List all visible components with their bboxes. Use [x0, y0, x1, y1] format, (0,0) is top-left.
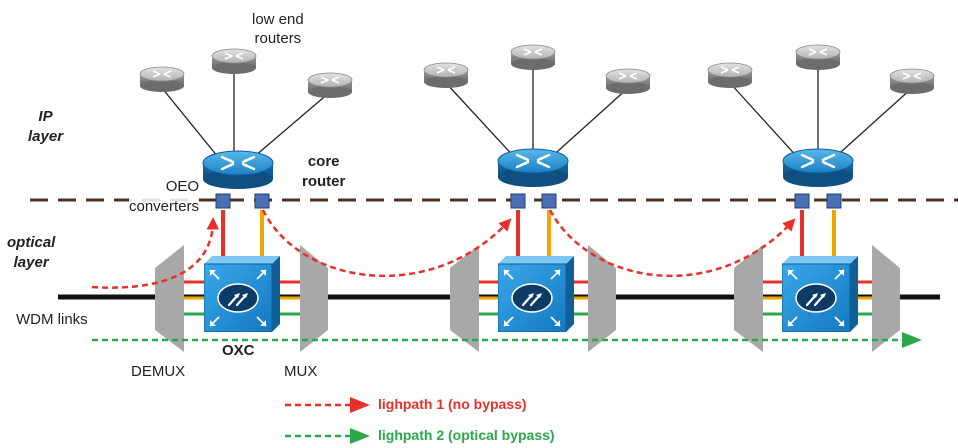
low-end-router-icon — [707, 62, 753, 88]
oxc-label: OXC — [222, 342, 255, 359]
low-end-router-icon — [423, 62, 469, 88]
low-end-router-icon — [510, 44, 556, 70]
node-3 — [707, 44, 935, 352]
wdm-links-label: WDM links — [16, 311, 88, 328]
core-router-icon — [201, 149, 275, 191]
low-end-router-icon — [307, 72, 353, 98]
node-2 — [423, 44, 651, 352]
demux-icon — [734, 245, 763, 352]
core-router-label: core router — [302, 153, 346, 190]
oeo-converter-icon — [254, 193, 270, 209]
oeo-converter-icon — [541, 193, 557, 209]
low-end-router-icon — [795, 44, 841, 70]
mux-icon — [300, 245, 328, 352]
demux-icon — [155, 245, 184, 352]
lightpath-1-curve — [91, 217, 220, 289]
oeo-converter-icon — [794, 193, 810, 209]
legend-label-2: lighpath 2 (optical bypass) — [378, 427, 555, 443]
low-end-router-icon — [211, 48, 257, 74]
lightpath-1-curve — [261, 209, 512, 277]
lightpath-2-arrowhead — [902, 332, 922, 348]
optical-layer-label: optical layer — [7, 234, 56, 271]
ip-layer-label: IP layer — [28, 108, 64, 145]
core-router-icon — [496, 147, 570, 189]
oxc-icon — [498, 256, 574, 332]
oxc-icon — [204, 256, 280, 332]
oxc-icon — [782, 256, 858, 332]
legend-label-1: lighpath 1 (no bypass) — [378, 396, 527, 412]
mux-label: MUX — [284, 363, 318, 380]
mux-icon — [872, 245, 900, 352]
oeo-converter-icon — [826, 193, 842, 209]
low-end-router-icon — [889, 68, 935, 94]
legend-arrow-2 — [350, 428, 370, 444]
lightpath-1-curve — [548, 209, 796, 277]
oeo-converters-label: OEO converters — [129, 177, 200, 217]
legend-arrow-1 — [350, 397, 370, 413]
node-1 — [139, 48, 353, 352]
oeo-converter-icon — [510, 193, 526, 209]
low-end-router-icon — [605, 68, 651, 94]
demux-label: DEMUX — [131, 363, 186, 380]
low-end-router-icon — [139, 66, 185, 92]
mux-icon — [588, 245, 616, 352]
low-end-routers-label: low end routers — [252, 11, 304, 47]
demux-icon — [450, 245, 479, 352]
core-router-icon — [781, 147, 855, 189]
oeo-converter-icon — [215, 193, 231, 209]
